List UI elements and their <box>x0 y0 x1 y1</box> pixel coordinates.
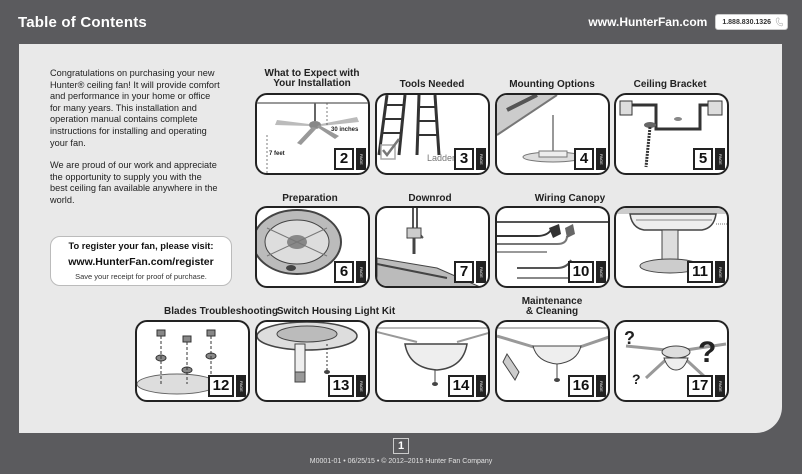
register-heading: To register your fan, please visit: <box>68 241 214 251</box>
card-title-blades: Blades Troubleshooting <box>164 306 278 317</box>
intro-paragraph-2: We are proud of our work and appreciate … <box>50 160 218 205</box>
card-title-downrod: Downrod <box>408 193 452 204</box>
page-tab: PAGE <box>596 375 606 397</box>
register-link[interactable]: www.HunterFan.com/register <box>68 256 214 268</box>
motor-illustration <box>257 209 342 275</box>
page-tab: PAGE <box>356 375 366 397</box>
page-tab: PAGE <box>596 261 606 283</box>
toc-card-expect[interactable]: 30 inches 7 feet 2 PAGE <box>255 93 370 175</box>
page-tab: PAGE <box>476 148 486 170</box>
toc-card-maintenance[interactable]: 16 PAGE <box>495 320 610 402</box>
downrod-illustration <box>377 208 480 286</box>
card-title-bracket: Ceiling Bracket <box>633 79 707 90</box>
mounting-illustration <box>497 95 584 163</box>
dimension-label: 30 inches <box>331 127 359 133</box>
page-title: Table of Contents <box>18 13 147 31</box>
toc-card-preparation[interactable]: 6 PAGE <box>255 206 370 288</box>
card-title-preparation: Preparation <box>282 193 338 204</box>
page-tab: PAGE <box>476 375 486 397</box>
page-tab: PAGE <box>715 148 725 170</box>
card-title-tools: Tools Needed <box>399 79 465 90</box>
phone-icon <box>775 17 783 27</box>
page-number: 6 <box>334 261 354 283</box>
page-number: 17 <box>687 375 713 397</box>
page-number: 2 <box>334 148 354 170</box>
page-number: 13 <box>328 375 354 397</box>
svg-text:?: ? <box>698 336 716 369</box>
page-number: 3 <box>454 148 474 170</box>
switch-housing-illustration <box>257 322 358 383</box>
page-tab: PAGE <box>356 148 366 170</box>
ladder-illustration: Ladder <box>377 95 455 163</box>
register-box: To register your fan, please visit: www.… <box>50 236 232 286</box>
card-title-line: & Cleaning <box>525 306 579 317</box>
toc-card-wiring[interactable]: 10 PAGE <box>495 206 610 288</box>
toc-card-light-kit[interactable]: 14 PAGE <box>375 320 490 402</box>
svg-text:?: ? <box>632 371 641 387</box>
toc-card-troubleshooting[interactable]: ? ? ? 17 PAGE <box>614 320 729 402</box>
footer: 1 M0001-01 • 06/25/15 • © 2012–2015 Hunt… <box>0 436 802 465</box>
card-title-wiring: Wiring Canopy <box>534 193 606 204</box>
card-title-line: Your Installation <box>273 78 351 89</box>
card-title-expect: What to Expect with Your Installation <box>256 69 368 89</box>
page-number: 11 <box>687 261 713 283</box>
website-link[interactable]: www.HunterFan.com <box>588 15 708 29</box>
dimension-label: 7 feet <box>269 151 285 157</box>
canopy-illustration <box>616 208 727 274</box>
bracket-illustration <box>619 100 723 168</box>
cleaning-illustration <box>497 327 608 382</box>
header-bar: Table of Contents www.HunterFan.com 1.88… <box>0 0 802 44</box>
page-tab: PAGE <box>715 375 725 397</box>
svg-text:?: ? <box>624 328 635 348</box>
light-kit-illustration <box>377 327 488 386</box>
toc-card-downrod[interactable]: 7 PAGE <box>375 206 490 288</box>
page-number: 14 <box>448 375 474 397</box>
page-number: 4 <box>574 148 594 170</box>
troubleshooting-illustration: ? ? ? <box>624 328 727 387</box>
card-title-line: What to Expect with <box>264 68 360 79</box>
page-tab: PAGE <box>356 261 366 283</box>
toc-card-switch-housing[interactable]: 13 PAGE <box>255 320 370 402</box>
intro-paragraph-1: Congratulations on purchasing your new H… <box>50 68 220 148</box>
page-number: 7 <box>454 261 474 283</box>
card-title-mounting: Mounting Options <box>509 79 595 90</box>
toc-card-blades[interactable]: 12 PAGE <box>135 320 250 402</box>
page-tab: PAGE <box>596 148 606 170</box>
page-tab: PAGE <box>715 261 725 283</box>
page-number: 10 <box>568 261 594 283</box>
page-tab: PAGE <box>236 375 246 397</box>
card-title-switch: Switch Housing Light Kit <box>276 306 396 317</box>
footer-text: M0001-01 • 06/25/15 • © 2012–2015 Hunter… <box>309 458 493 465</box>
tool-label: Ladder <box>427 153 455 163</box>
page-tab: PAGE <box>476 261 486 283</box>
phone-badge: 1.888.830.1326 <box>715 14 788 30</box>
toc-card-mounting[interactable]: 4 PAGE <box>495 93 610 175</box>
toc-card-canopy[interactable]: 11 PAGE <box>614 206 729 288</box>
footer-page-number: 1 <box>393 438 409 454</box>
fan-dimensions-illustration: 30 inches 7 feet <box>257 102 368 173</box>
page-number: 16 <box>568 375 594 397</box>
card-title-maintenance: Maintenance & Cleaning <box>496 297 608 317</box>
toc-card-tools[interactable]: Ladder 3 PAGE <box>375 93 490 175</box>
toc-card-bracket[interactable]: 5 PAGE <box>614 93 729 175</box>
card-title-line: Maintenance <box>521 296 583 307</box>
header-contact: www.HunterFan.com 1.888.830.1326 <box>588 14 788 30</box>
page-number: 5 <box>693 148 713 170</box>
register-note: Save your receipt for proof of purchase. <box>75 272 207 281</box>
phone-number: 1.888.830.1326 <box>722 18 771 26</box>
page-number: 12 <box>208 375 234 397</box>
intro-text: Congratulations on purchasing your new H… <box>50 68 220 218</box>
